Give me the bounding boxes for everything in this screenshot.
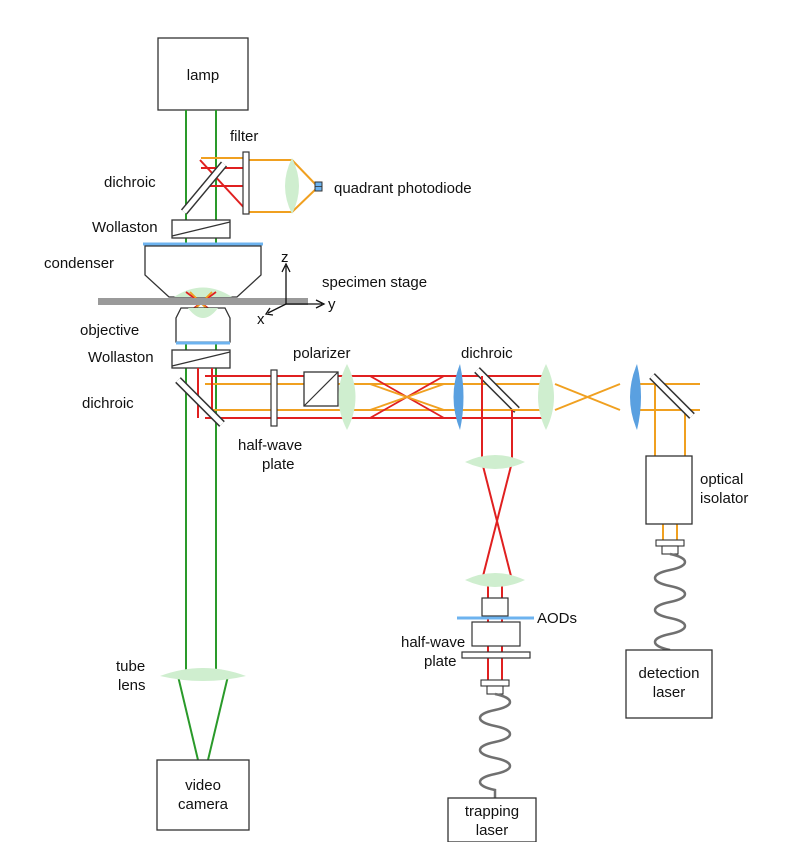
detector-lens — [285, 158, 299, 214]
video-camera-box — [156, 759, 250, 831]
video-camera-label-1: video — [185, 777, 221, 794]
trapping-lens-lower — [465, 573, 525, 587]
objective-lens — [188, 308, 218, 318]
telescope-lens-green — [338, 364, 356, 430]
detection-lens-blue — [630, 364, 641, 430]
detection-laser-label-1: detection — [639, 665, 700, 682]
trapping-laser-box — [447, 797, 537, 842]
trapping-laser-label-2: laser — [476, 822, 509, 839]
lamp-box — [157, 37, 249, 111]
dichroic-middle-label: dichroic — [461, 345, 513, 362]
trapping-lens-upper — [465, 455, 525, 469]
lamp-label: lamp — [187, 67, 220, 84]
aods-label: AODs — [537, 610, 577, 627]
detection-fiber-coupler — [655, 539, 685, 547]
specimen-stage-label: specimen stage — [322, 274, 427, 291]
fiber-coil-icon — [653, 552, 687, 652]
half-wave-plate-right-label-1: half-wave — [401, 634, 465, 651]
trapping-laser-label-1: trapping — [465, 803, 519, 820]
optical-isolator-label-2: isolator — [700, 490, 748, 507]
detection-lens-green — [538, 364, 554, 430]
tube-lens-label-2: lens — [118, 677, 146, 694]
axis-x-label: x — [257, 311, 265, 328]
optical-isolator — [645, 455, 693, 525]
half-wave-plate-left-label-1: half-wave — [238, 437, 302, 454]
dichroic-left-label: dichroic — [82, 395, 134, 412]
condenser-body — [144, 245, 262, 298]
objective-label: objective — [80, 322, 139, 339]
trapping-fiber-coupler — [480, 679, 510, 687]
telescope-lens-blue — [453, 364, 464, 430]
detection-beam-path — [510, 383, 700, 540]
optical-isolator-label-1: optical — [700, 471, 743, 488]
half-wave-plate-right-label-2: plate — [424, 653, 457, 670]
wollaston-bottom-label: Wollaston — [88, 349, 154, 366]
filter-label: filter — [230, 128, 258, 145]
half-wave-plate-right — [461, 651, 531, 659]
quadrant-photodiode-label: quadrant photodiode — [334, 180, 472, 197]
axis-z-label: z — [281, 249, 289, 266]
wollaston-top-label: Wollaston — [92, 219, 158, 236]
half-wave-plate-left — [270, 369, 278, 427]
coordinate-axes — [264, 262, 326, 316]
aod-upper — [481, 597, 509, 617]
telescope-1-beams — [369, 375, 445, 419]
combined-laser-beam — [197, 368, 545, 419]
dichroic-top-label: dichroic — [104, 174, 156, 191]
aod-lower — [471, 621, 521, 647]
polarizer-label: polarizer — [293, 345, 351, 362]
detection-laser-box — [625, 649, 713, 719]
video-camera-label-2: camera — [178, 796, 229, 813]
detection-laser-label-2: laser — [653, 684, 686, 701]
axis-y-label: y — [328, 296, 336, 313]
half-wave-plate-left-label-2: plate — [262, 456, 295, 473]
tube-lens-label-1: tube — [116, 658, 145, 675]
trapping-fiber-coil-icon — [478, 692, 512, 798]
specimen-stage — [98, 298, 308, 305]
filter-element — [242, 151, 250, 215]
condenser-label: condenser — [44, 255, 114, 272]
tube-lens — [160, 668, 246, 681]
